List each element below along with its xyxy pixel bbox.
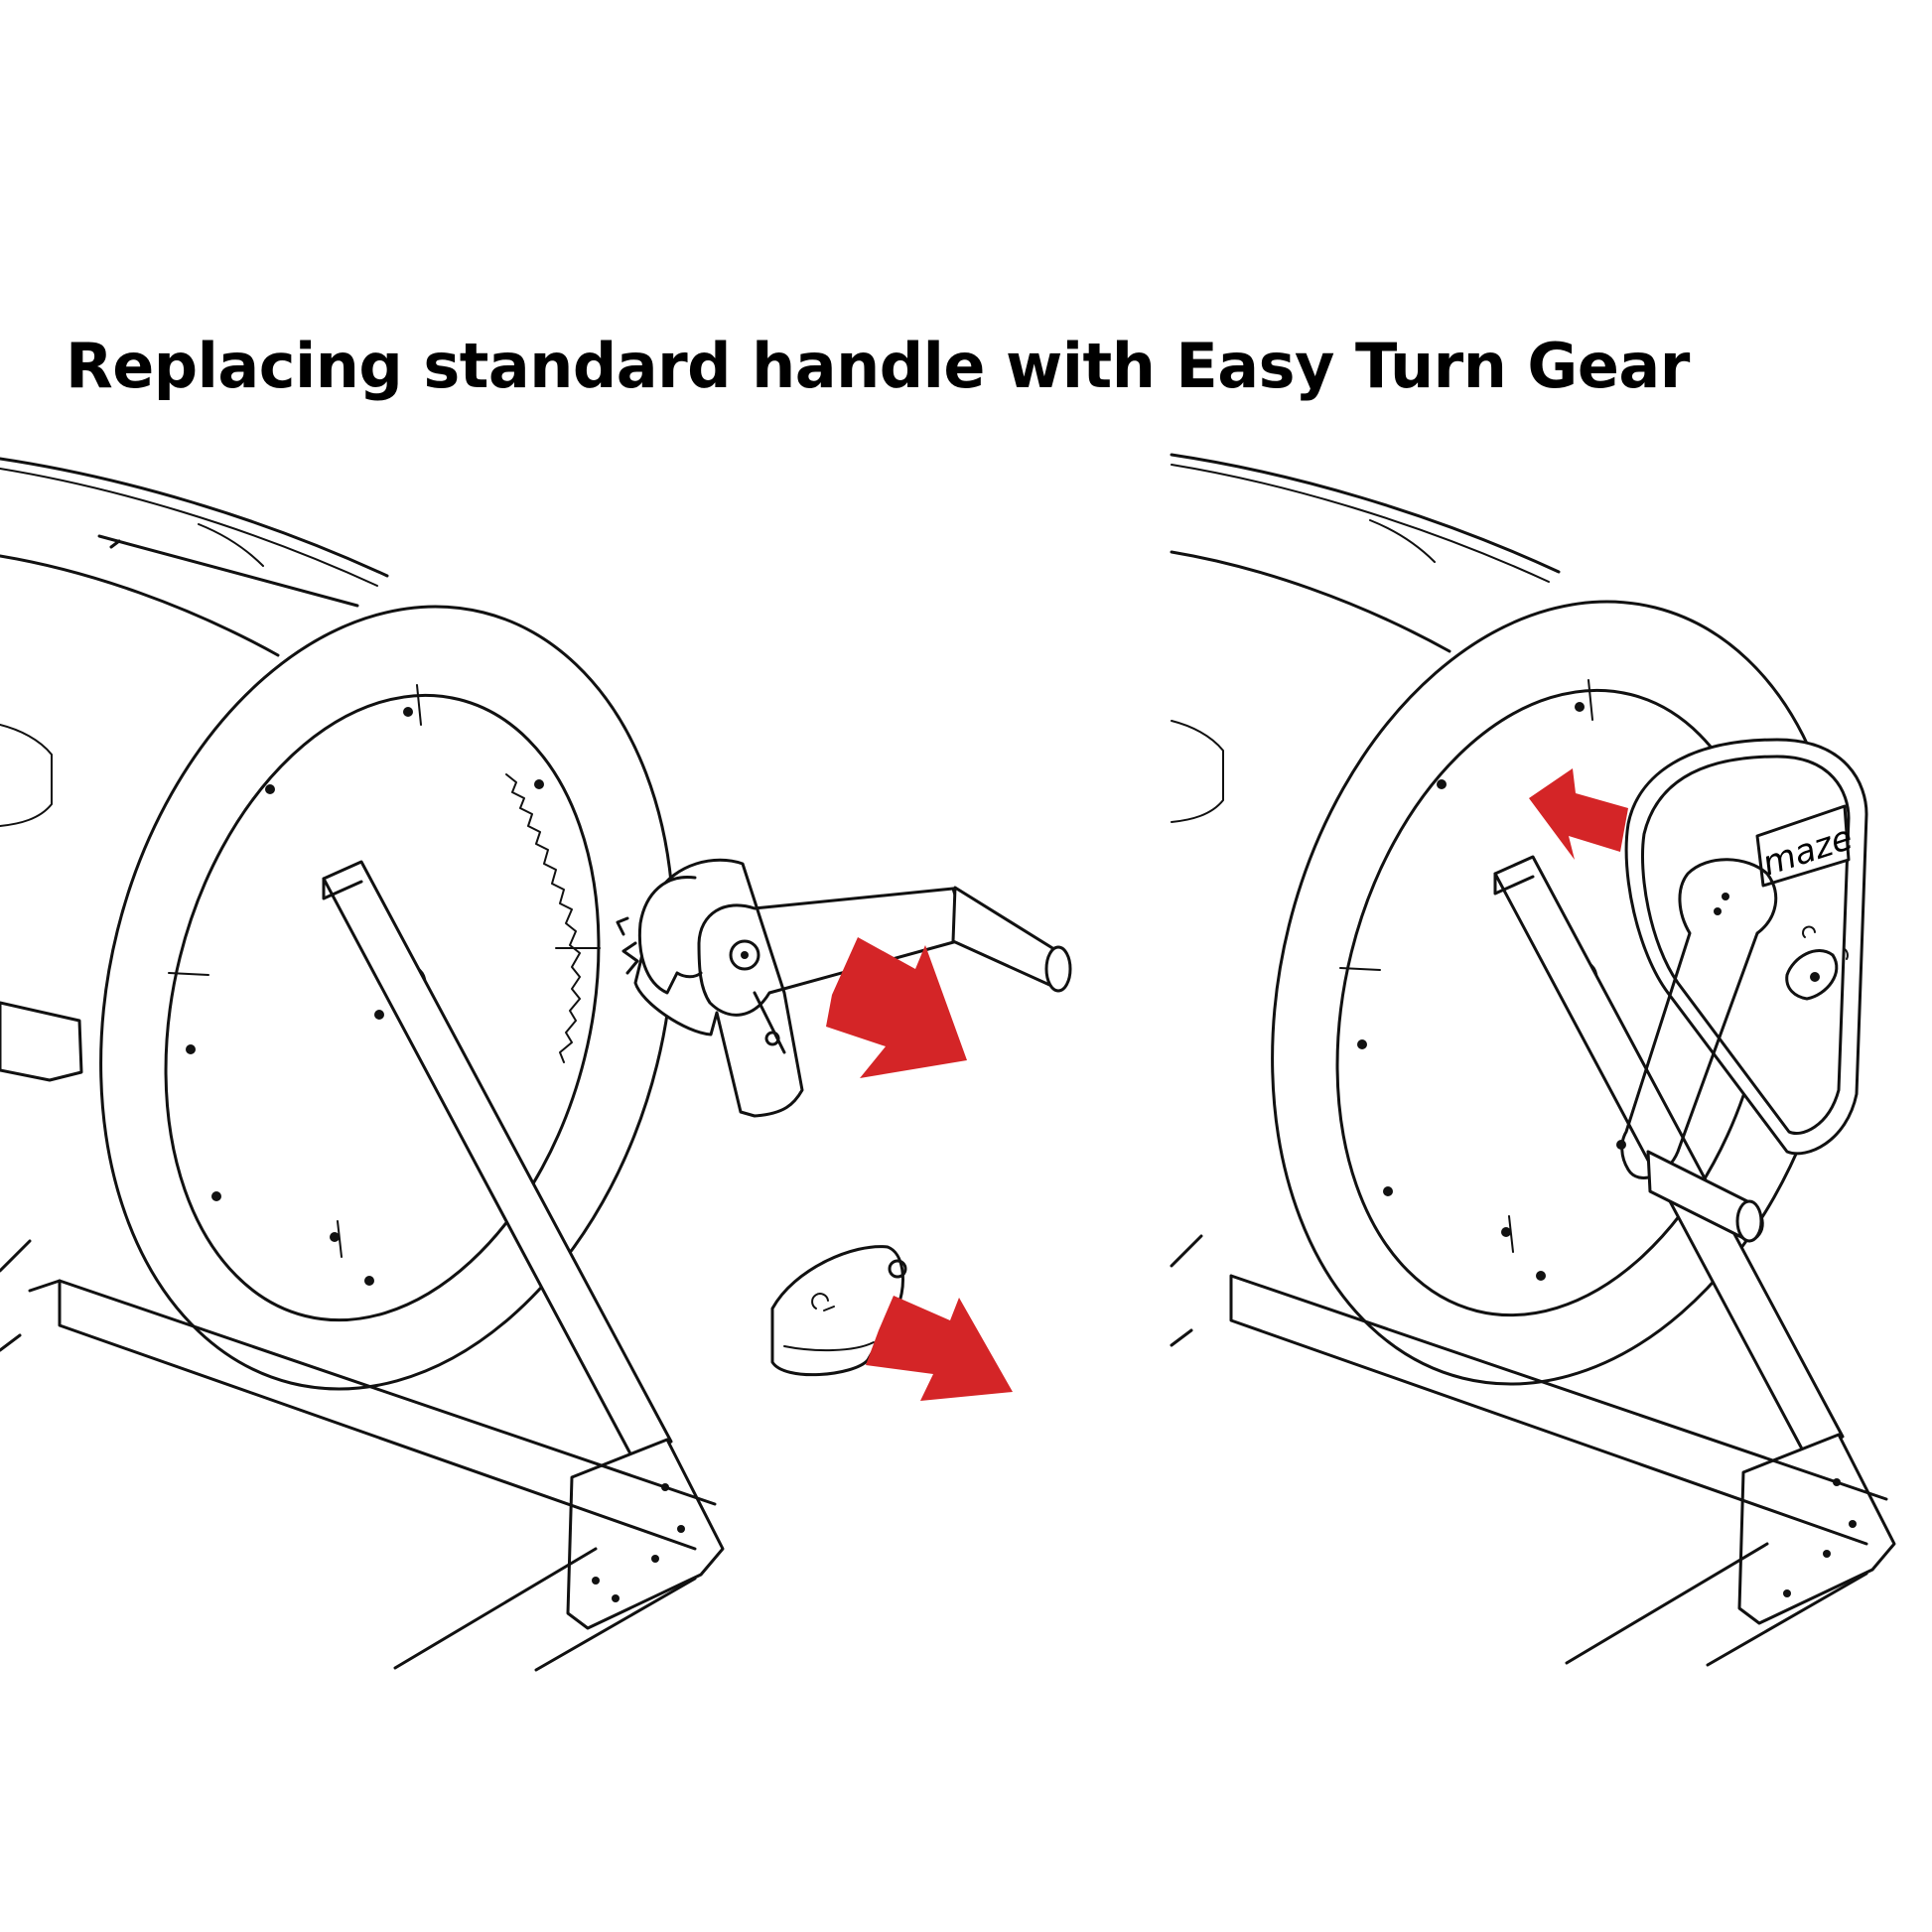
after-panel: maze xyxy=(1170,453,1896,1667)
left-drum-body xyxy=(0,457,389,827)
right-drum-body xyxy=(1170,453,1561,823)
arrow-remove-cap-icon xyxy=(866,1296,1013,1401)
arrow-install-gear-icon xyxy=(1529,768,1628,860)
easy-turn-crank xyxy=(1620,858,1778,1243)
left-drum-end-ring xyxy=(99,605,675,1391)
before-panel xyxy=(0,457,1072,1672)
right-stand xyxy=(1170,855,1896,1667)
easy-turn-gear-housing: maze xyxy=(1624,738,1868,1156)
lock-cap xyxy=(770,1245,907,1377)
left-stand xyxy=(0,860,725,1672)
left-gear-teeth xyxy=(505,773,581,1063)
left-rivets xyxy=(186,707,544,1286)
diagram-title: Replacing standard handle with Easy Turn… xyxy=(66,330,1690,402)
arrow-remove-handle-icon xyxy=(826,937,967,1078)
left-green-strip xyxy=(0,1001,83,1082)
standard-handle xyxy=(616,858,1072,1118)
